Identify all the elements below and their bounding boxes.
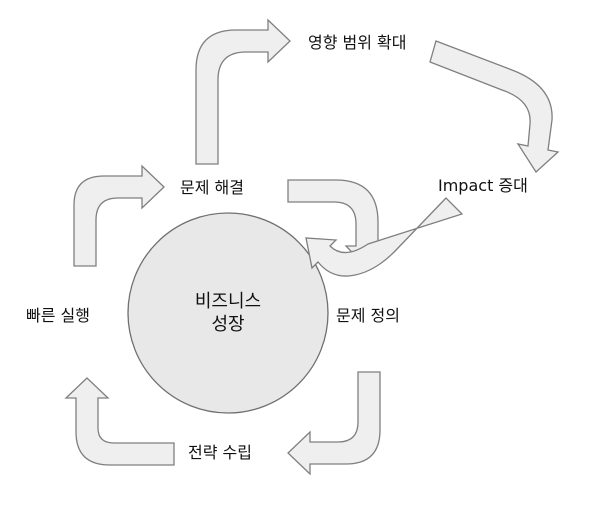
arrow-impact-to-definition xyxy=(305,197,464,277)
center-line-2: 성장 xyxy=(211,314,245,335)
business-growth-circle xyxy=(127,212,329,414)
node-fast-execution: 빠른 실행 xyxy=(26,306,90,325)
node-problem-solving: 문제 해결 xyxy=(180,178,244,197)
arrow-strategy-to-execution xyxy=(64,377,175,466)
arrow-scope-to-impact xyxy=(429,40,560,173)
node-impact-increase: Impact 증대 xyxy=(438,176,528,195)
node-impact-scope: 영향 범위 확대 xyxy=(308,33,407,52)
arrow-execution-to-solving xyxy=(73,164,165,267)
node-strategy: 전략 수립 xyxy=(188,443,252,462)
arrow-definition-to-strategy xyxy=(287,371,381,476)
business-growth-label: 비즈니스 성장 xyxy=(130,290,326,336)
arrow-solving-to-scope xyxy=(195,18,291,165)
center-line-1: 비즈니스 xyxy=(194,291,262,312)
node-problem-definition: 문제 정의 xyxy=(336,306,400,325)
